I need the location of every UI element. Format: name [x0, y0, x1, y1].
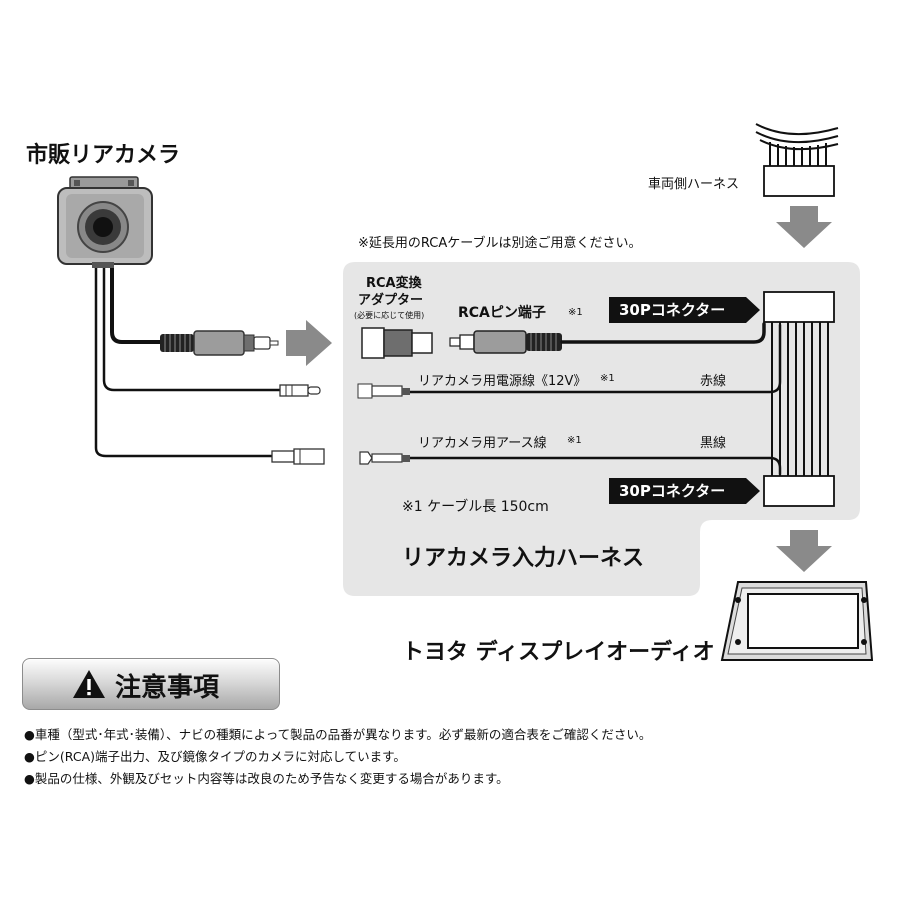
- harness-ground-connector: [359, 451, 410, 465]
- rca-adapter: [361, 327, 433, 359]
- ground-wire-color: 黒線: [700, 436, 727, 451]
- caution-note-2: ●ピン(RCA)端子出力、及び鏡像タイプのカメラに対応しています。: [24, 749, 406, 764]
- connector-bottom: [763, 475, 835, 507]
- camera-title: 市販リアカメラ: [26, 143, 181, 168]
- warning-icon: [73, 670, 105, 698]
- cable-length-note: ※1 ケーブル長 150cm: [402, 499, 549, 515]
- arrow-down-icon-bottom: [776, 530, 832, 572]
- connector-bottom-tag: 30Pコネクター: [609, 478, 760, 504]
- rca-pin-mark: ※1: [568, 307, 583, 318]
- caution-header: 注意事項: [22, 658, 280, 710]
- power-wire-label: リアカメラ用電源線《12V》: [418, 374, 587, 389]
- extension-cable-note: ※延長用のRCAケーブルは別途ご用意ください。: [358, 236, 642, 251]
- caution-note-3: ●製品の仕様、外観及びセット内容等は改良のため予告なく変更する場合があります。: [24, 771, 509, 786]
- arrow-down-icon-top: [776, 206, 832, 248]
- display-audio-label: トヨタ ディスプレイオーディオ: [402, 640, 715, 665]
- connector-top: [763, 291, 835, 323]
- connector-top-label: 30Pコネクター: [619, 301, 726, 319]
- ground-wire-mark: ※1: [567, 435, 582, 446]
- adapter-label-line2: アダプター: [358, 293, 424, 308]
- rca-pin-plug: [449, 330, 562, 354]
- connector-top-tag: 30Pコネクター: [609, 297, 760, 323]
- ground-wire-label: リアカメラ用アース線: [418, 436, 547, 451]
- power-wire-color: 赤線: [700, 374, 727, 389]
- adapter-label-note: (必要に応じて使用): [354, 311, 425, 320]
- harness-power-connector: [357, 383, 410, 399]
- camera-rca-plug: [160, 330, 279, 356]
- rca-pin-label: RCAピン端子: [458, 305, 546, 321]
- adapter-label-line1: RCA変換: [366, 276, 422, 291]
- camera-cables: [94, 260, 282, 458]
- caution-note-1: ●車種（型式･年式･装備）、ナビの種類によって製品の品番が異なります。必ず最新の…: [24, 727, 652, 742]
- power-wire-mark: ※1: [600, 373, 615, 384]
- harness-title: リアカメラ入力ハーネス: [402, 546, 645, 571]
- vehicle-harness-label: 車両側ハーネス: [648, 177, 740, 192]
- caution-title: 注意事項: [115, 673, 220, 703]
- connector-bottom-label: 30Pコネクター: [619, 482, 726, 500]
- camera-ground-connector: [271, 448, 325, 465]
- camera-power-connector: [279, 384, 321, 397]
- arrow-right-icon: [286, 320, 332, 366]
